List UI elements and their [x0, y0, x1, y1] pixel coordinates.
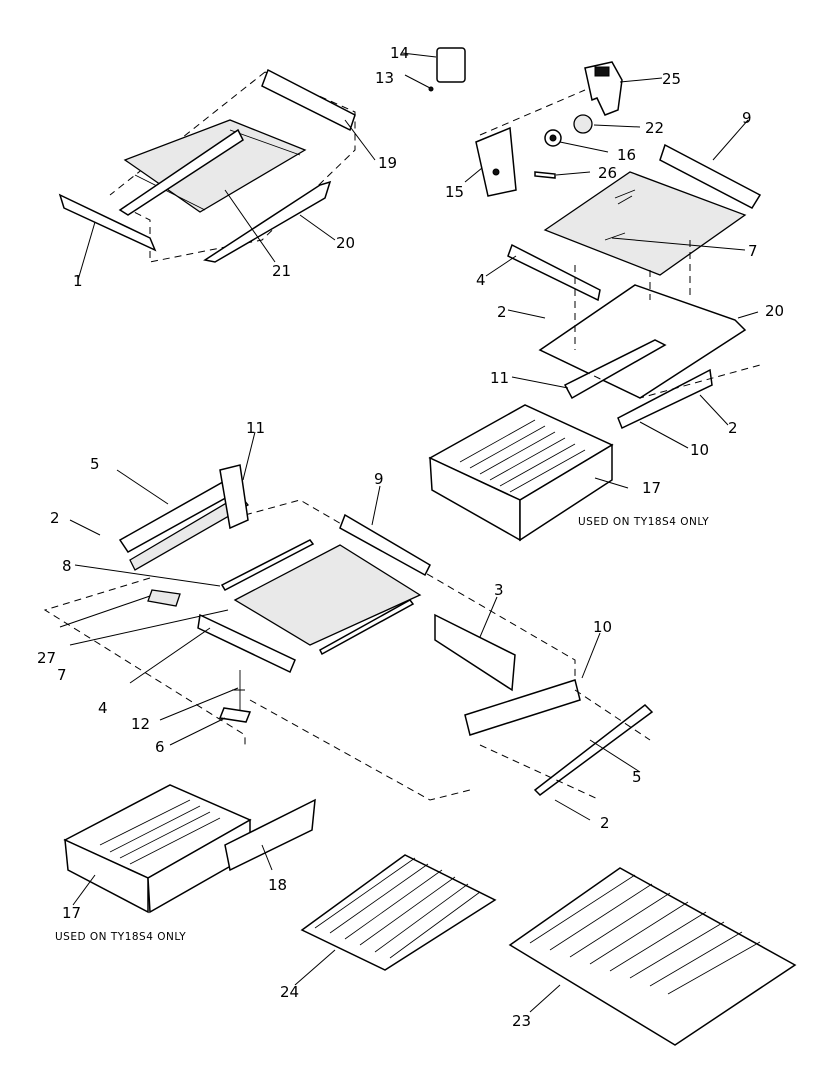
part-number-labels: 1 21 20 19 14 13 25 9 22 16 15 26 7 4 2 … — [37, 44, 784, 1030]
drawer-cover-18 — [224, 798, 316, 872]
label-17b: 17 — [62, 904, 81, 922]
cover-cap — [436, 47, 466, 83]
label-3: 3 — [494, 581, 504, 599]
clip-27 — [147, 589, 181, 607]
label-1: 1 — [73, 272, 83, 290]
label-23: 23 — [512, 1012, 531, 1030]
label-22: 22 — [645, 119, 664, 137]
rear-rail-middle — [339, 513, 431, 577]
side-rail-right-5 — [533, 704, 654, 796]
shelf-side-rail-left — [118, 128, 244, 216]
label-10a: 10 — [690, 441, 709, 459]
right-shelf-assembly — [428, 119, 762, 542]
rail-3 — [434, 613, 516, 692]
label-11a: 11 — [490, 369, 509, 387]
rear-shelf-rail — [261, 68, 356, 132]
middle-shelf-assembly — [43, 431, 654, 821]
control-housing — [584, 61, 623, 116]
label-19: 19 — [378, 154, 397, 172]
slide-rail-left-11 — [129, 494, 249, 571]
label-5a: 5 — [90, 455, 100, 473]
bracket-6 — [218, 707, 252, 723]
label-20a: 20 — [336, 234, 355, 252]
bottom-shelf-23 — [508, 867, 797, 1046]
label-11b: 11 — [246, 419, 265, 437]
label-9b: 9 — [374, 470, 384, 488]
crisper-drawer-upper — [428, 404, 614, 542]
control-disc — [573, 114, 593, 134]
label-6: 6 — [155, 738, 165, 756]
label-10b: 10 — [593, 618, 612, 636]
label-7a: 7 — [748, 242, 758, 260]
label-17a: 17 — [642, 479, 661, 497]
crisper-rail-left — [563, 339, 667, 400]
top-right-mechanism — [401, 47, 663, 197]
front-trim-right — [507, 243, 601, 302]
label-2a: 2 — [497, 303, 507, 321]
note-lower-crisper: USED ON TY18S4 ONLY — [55, 931, 186, 943]
label-26: 26 — [598, 164, 617, 182]
side-rail-right-10 — [464, 679, 581, 736]
label-7b: 7 — [57, 666, 67, 684]
front-shelf-trim — [58, 193, 157, 252]
glass-shelf-panel-right — [543, 171, 747, 276]
screw — [534, 171, 556, 179]
label-12: 12 — [131, 715, 150, 733]
label-27: 27 — [37, 649, 56, 667]
label-21: 21 — [272, 262, 291, 280]
label-5b: 5 — [632, 768, 642, 786]
label-15: 15 — [445, 183, 464, 201]
label-2d: 2 — [600, 814, 610, 832]
bottom-shelf-24 — [294, 854, 497, 986]
crisper-drawer-lower — [63, 784, 316, 914]
label-13: 13 — [375, 69, 394, 87]
label-8: 8 — [62, 557, 72, 575]
mounting-bracket — [475, 126, 517, 197]
label-24: 24 — [280, 983, 299, 1001]
label-4a: 4 — [476, 271, 486, 289]
shelf-frame — [538, 284, 747, 399]
label-4b: 4 — [98, 699, 108, 717]
label-16: 16 — [617, 146, 636, 164]
label-2b: 2 — [728, 419, 738, 437]
label-18: 18 — [268, 876, 287, 894]
label-20b: 20 — [765, 302, 784, 320]
rear-rail-right — [659, 143, 762, 209]
front-trim-middle — [197, 613, 296, 674]
label-14: 14 — [390, 44, 409, 62]
label-25: 25 — [662, 70, 681, 88]
shelf-side-rail-right — [203, 180, 332, 263]
top-left-shelf-assembly — [58, 68, 376, 281]
note-upper-crisper: USED ON TY18S4 ONLY — [578, 516, 709, 528]
glass-shelf-middle — [233, 544, 422, 646]
label-2c: 2 — [50, 509, 60, 527]
trim-strip — [220, 539, 315, 591]
label-9a: 9 — [742, 109, 752, 127]
